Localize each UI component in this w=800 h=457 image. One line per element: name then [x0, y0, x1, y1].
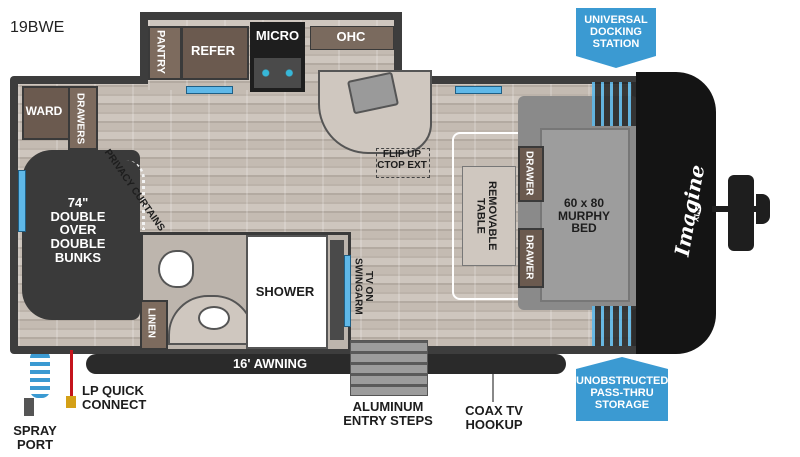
storage-arrow — [576, 357, 668, 369]
window-entry — [344, 255, 351, 327]
docking-station-callout: UNIVERSAL DOCKING STATION — [576, 8, 656, 56]
overhead-cabinet — [310, 26, 394, 50]
pantry-cabinet — [148, 26, 182, 80]
refrigerator — [181, 26, 249, 80]
hitch-jack — [728, 175, 754, 251]
flip-up-ext — [376, 148, 430, 178]
table-label: REMOVABLE TABLE — [474, 181, 499, 251]
drawer-top — [518, 146, 544, 202]
window-top-2 — [455, 86, 502, 94]
bunks-label: 74" DOUBLE OVER DOUBLE BUNKS — [50, 195, 106, 265]
drawers-label: DRAWERS — [74, 93, 86, 145]
tv-swingarm — [330, 240, 344, 340]
pantry-label: PANTRY — [154, 30, 167, 74]
spray-hose — [30, 350, 50, 398]
coax-label: COAX TV HOOKUP — [465, 403, 523, 432]
linen-cabinet — [140, 300, 168, 350]
range-burners — [254, 58, 301, 88]
lp-fitting — [66, 396, 76, 408]
micro-label: MICRO — [255, 28, 300, 43]
lp-quick-connect-label: LP QUICK CONNECT — [82, 383, 147, 412]
pass-thru-storage-callout: UNOBSTRUCTED PASS-THRU STORAGE — [576, 369, 668, 421]
drawers-cabinet — [68, 86, 98, 150]
coax-line — [492, 374, 494, 402]
model-number: 19BWE — [10, 19, 65, 36]
murphy-bed-inner — [540, 128, 630, 302]
spray-nozzle — [24, 398, 34, 416]
flip-up-label: FLIP UP CTOP EXT — [377, 149, 427, 171]
drawer-bottom — [518, 228, 544, 288]
bunk-beds — [22, 150, 140, 320]
drawer-bottom-label: DRAWER — [523, 234, 535, 280]
entry-steps — [350, 340, 428, 396]
hitch-coupler — [756, 194, 770, 224]
lp-line — [70, 350, 73, 398]
shower-stall — [246, 235, 328, 349]
awning-label: 16' AWNING — [232, 356, 308, 371]
shower-label: SHOWER — [255, 284, 315, 299]
toilet — [158, 250, 194, 288]
window-top-1 — [186, 86, 233, 94]
front-storage-top — [592, 82, 636, 126]
drawer-top-label: DRAWER — [523, 150, 535, 196]
front-cap — [636, 72, 716, 354]
front-storage-bottom — [592, 306, 636, 346]
tv-label: TV ON SWINGARM — [352, 257, 375, 315]
docking-arrow — [576, 56, 656, 68]
privacy-curtain — [126, 160, 145, 230]
ohc-label: OHC — [336, 29, 366, 44]
entry-steps-label: ALUMINUM ENTRY STEPS — [343, 399, 433, 428]
pass-thru-storage-label: UNOBSTRUCTED PASS-THRU STORAGE — [576, 375, 669, 412]
spray-port-label: SPRAY PORT — [13, 423, 57, 452]
docking-station-label: UNIVERSAL DOCKING STATION — [584, 14, 648, 51]
linen-label: LINEN — [145, 308, 157, 338]
awning — [86, 354, 566, 374]
murphy-bed-label: 60 x 80 MURPHY BED — [557, 196, 610, 236]
ward-label: WARD — [25, 104, 63, 118]
table-top — [462, 166, 516, 266]
refer-label: REFER — [190, 43, 236, 58]
bath-sink-bowl — [198, 306, 230, 330]
window-bunk — [18, 170, 26, 232]
